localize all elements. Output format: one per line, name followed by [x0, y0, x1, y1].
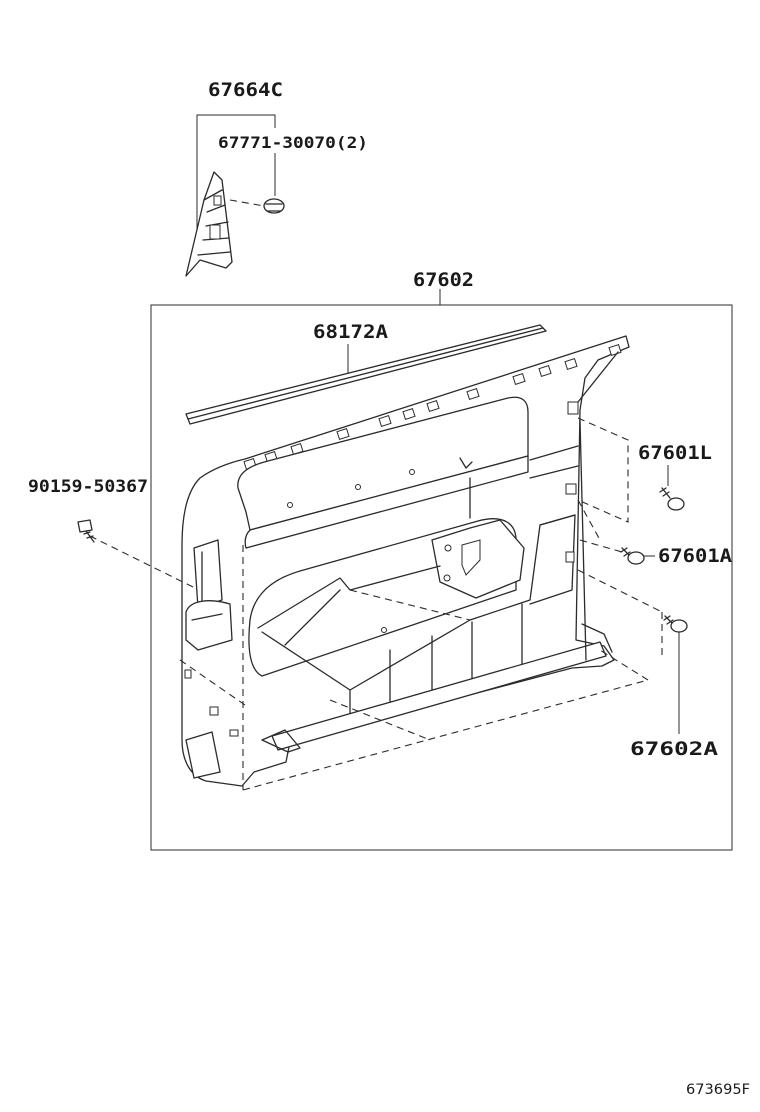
clip-part [263, 198, 285, 214]
label-clip-lower-right: 67602A [630, 738, 719, 760]
label-screw-upper-right: 67601L [638, 442, 712, 464]
garnish-bracket [196, 114, 276, 240]
dashed-alignment-lines [89, 417, 663, 791]
label-pillar-garnish: 67664C [208, 79, 283, 101]
label-door-trim-board: 67602 [413, 269, 474, 291]
label-screw-left: 90159-50367 [28, 477, 148, 497]
clip-dashed-line [229, 199, 265, 207]
label-screw-middle-right: 67601A [658, 545, 733, 567]
label-clip: 67771-30070(2) [218, 133, 368, 152]
door-trim-board-part [181, 335, 630, 787]
door-trim-box [150, 304, 733, 851]
pillar-garnish-part [185, 171, 233, 277]
clip-lower-right-part [663, 615, 688, 734]
diagram-code: 673695F [686, 1082, 750, 1098]
screw-upper-right-part [659, 487, 685, 511]
screw-left-part [77, 519, 95, 543]
label-weatherstrip: 68172A [313, 321, 389, 343]
pillar-garnish-group [185, 114, 285, 277]
weatherstrip-part [185, 324, 547, 425]
screw-middle-right-part [620, 547, 655, 565]
